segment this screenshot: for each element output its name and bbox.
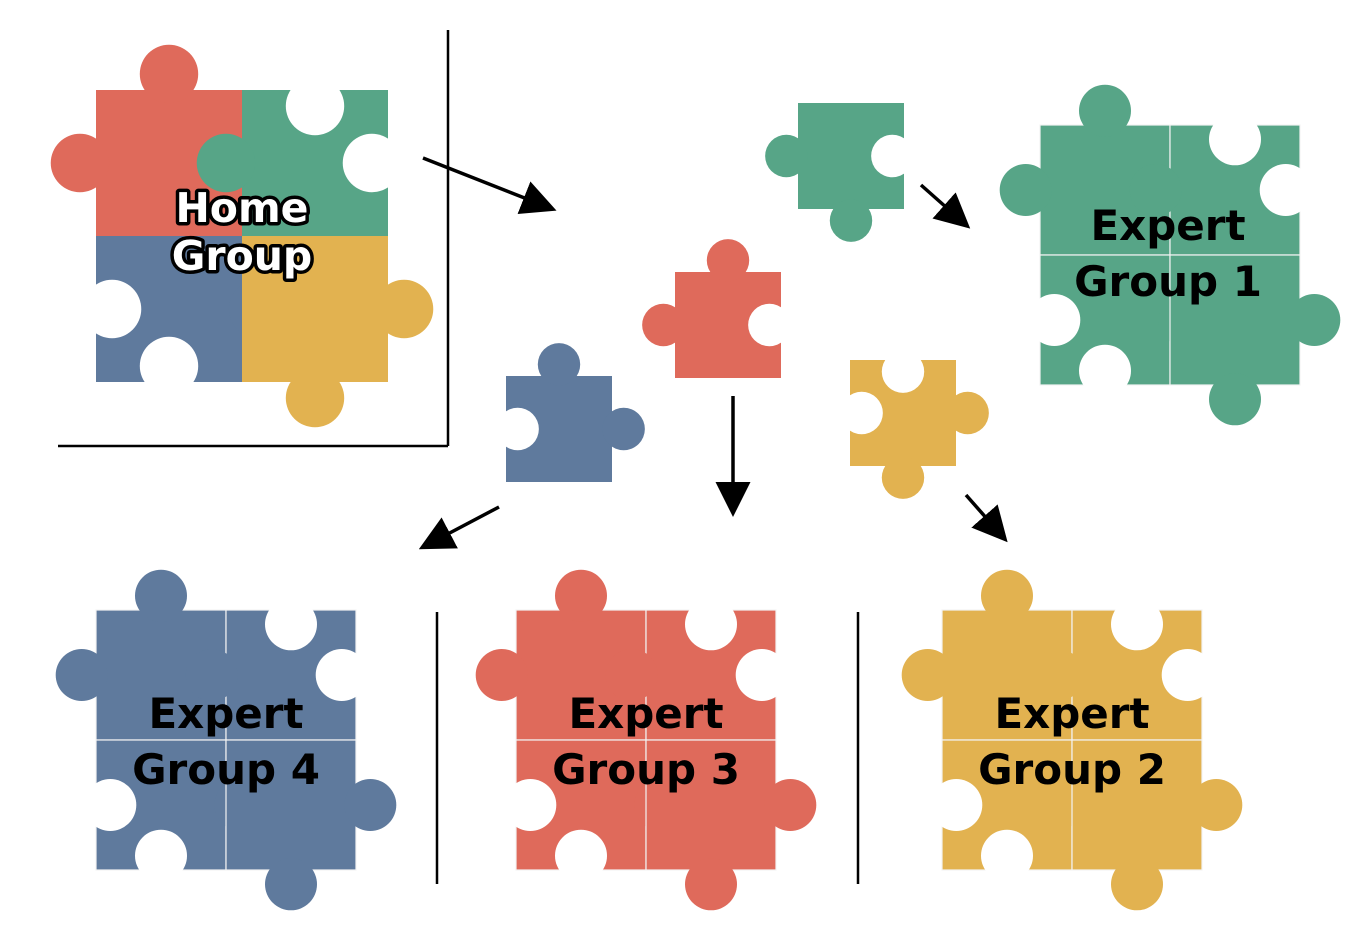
scattered-piece-blue	[496, 343, 645, 482]
expert-1-piece-2	[1129, 113, 1312, 256]
expert-group-3-puzzle	[475, 569, 817, 911]
arrow-green-to-expert-1	[919, 183, 971, 229]
home-piece-yellow	[242, 236, 434, 428]
scattered-pieces	[496, 103, 989, 499]
arrows	[418, 156, 1008, 550]
expert-group-1-label-line2: Group 1	[1074, 257, 1262, 306]
expert-3-piece-1	[475, 569, 647, 741]
home-piece-green	[196, 76, 402, 236]
expert-group-2-puzzle	[901, 569, 1243, 911]
scattered-piece-yellow	[840, 350, 989, 499]
expert-4-piece-4	[225, 739, 397, 911]
expert-group-4-puzzle	[55, 569, 397, 911]
home-group-label-line2: Group	[172, 232, 313, 280]
arrow-blue-to-expert-4	[418, 505, 500, 550]
home-group-label-line1: Home	[175, 184, 308, 232]
dividers	[58, 30, 860, 884]
expert-2-piece-4	[1071, 739, 1243, 911]
expert-group-3-label-line2: Group 3	[552, 745, 740, 794]
expert-group-4-label-line1: Expert	[148, 689, 303, 738]
scattered-piece-green	[765, 103, 914, 242]
expert-1-piece-3	[1028, 254, 1211, 397]
expert-3-piece-2	[605, 598, 788, 741]
expert-group-4-label-line2: Group 4	[132, 745, 320, 794]
expert-group-1-puzzle	[999, 84, 1341, 426]
expert-2-piece-2	[1031, 598, 1214, 741]
expert-1-piece-4	[1169, 254, 1341, 426]
expert-3-piece-4	[645, 739, 817, 911]
expert-group-2-label-line2: Group 2	[978, 745, 1166, 794]
home-group-puzzle	[50, 44, 434, 428]
expert-4-piece-2	[185, 598, 368, 741]
arrow-home-to-pieces	[422, 156, 557, 215]
arrow-yellow-to-expert-2	[964, 493, 1008, 543]
scattered-piece-red	[642, 239, 791, 378]
expert-group-2-label-line1: Expert	[994, 689, 1149, 738]
expert-group-3-label-line1: Expert	[568, 689, 723, 738]
expert-group-1-label-line1: Expert	[1090, 201, 1245, 250]
